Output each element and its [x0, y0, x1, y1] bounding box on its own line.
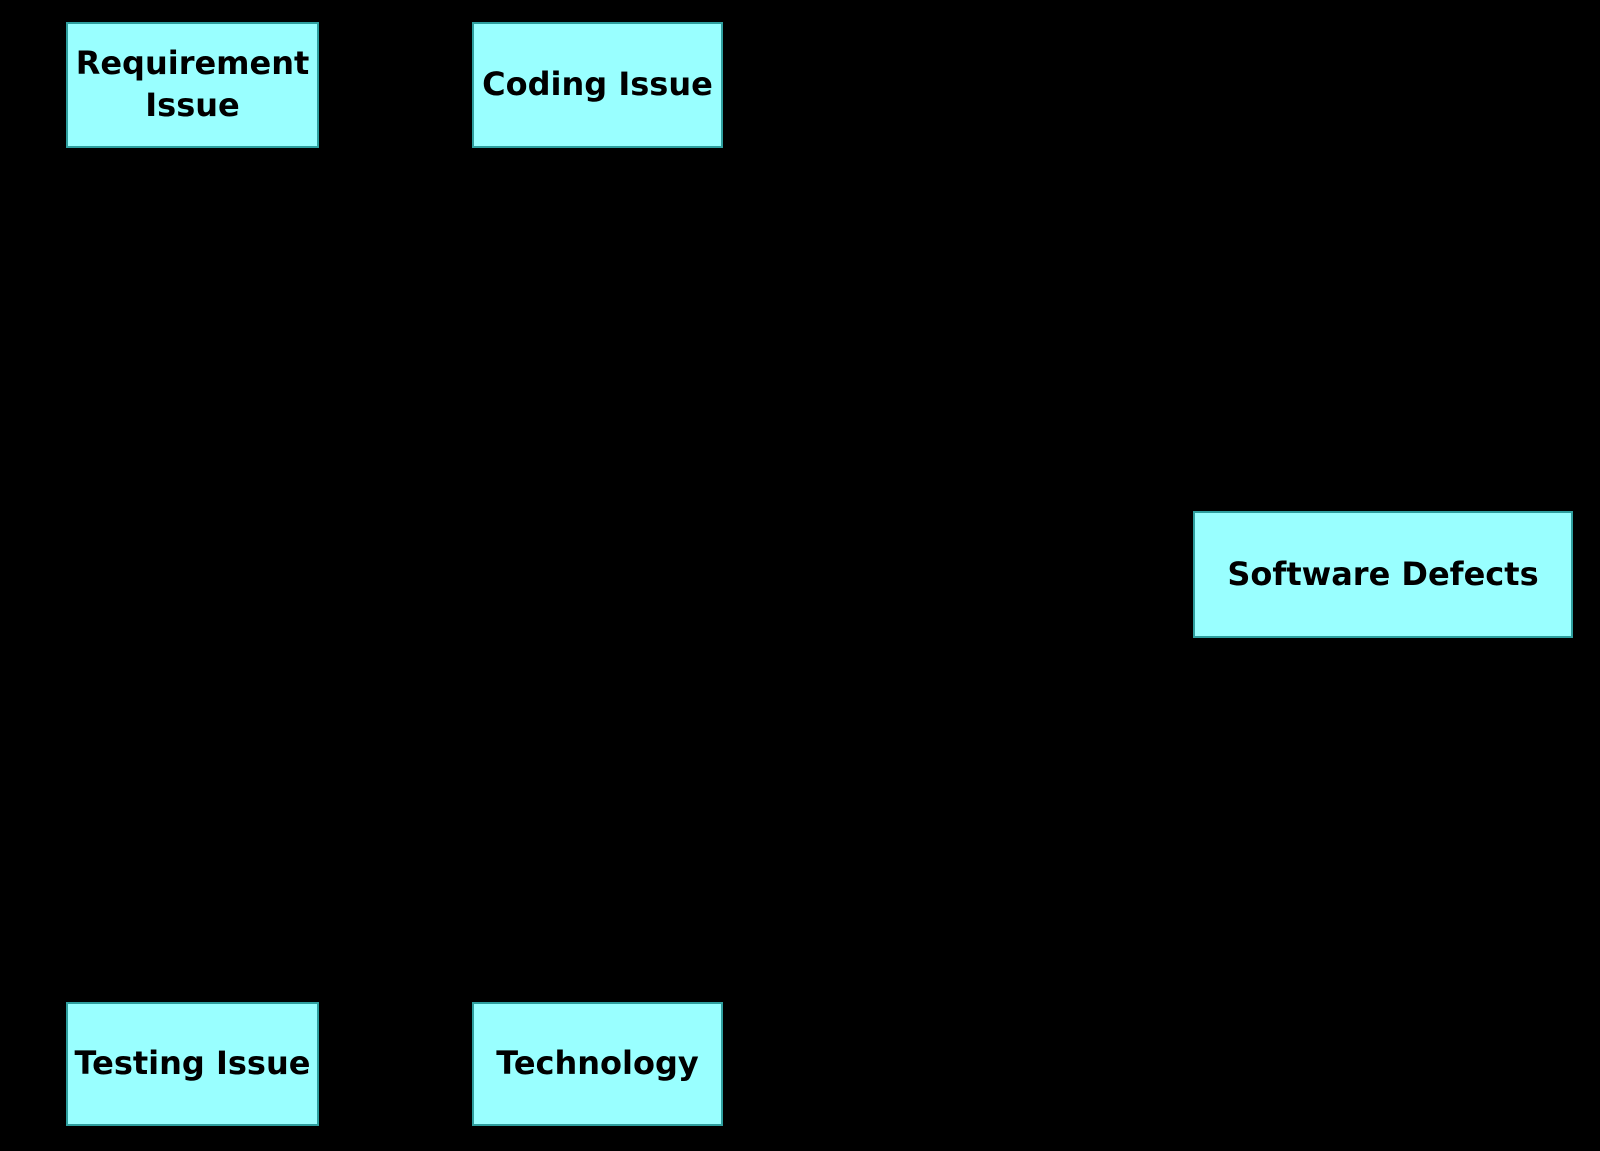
- node-coding-issue: Coding Issue: [472, 22, 723, 148]
- node-label: Coding Issue: [482, 65, 713, 104]
- node-technology: Technology: [472, 1002, 723, 1126]
- node-label: Software Defects: [1227, 554, 1539, 593]
- node-label: Testing Issue: [74, 1044, 311, 1083]
- node-testing-issue: Testing Issue: [66, 1002, 319, 1126]
- node-label: Technology: [496, 1044, 699, 1083]
- node-requirement-issue: Requirement Issue: [66, 22, 319, 148]
- node-software-defects: Software Defects: [1193, 511, 1573, 638]
- node-label: Requirement Issue: [75, 44, 310, 124]
